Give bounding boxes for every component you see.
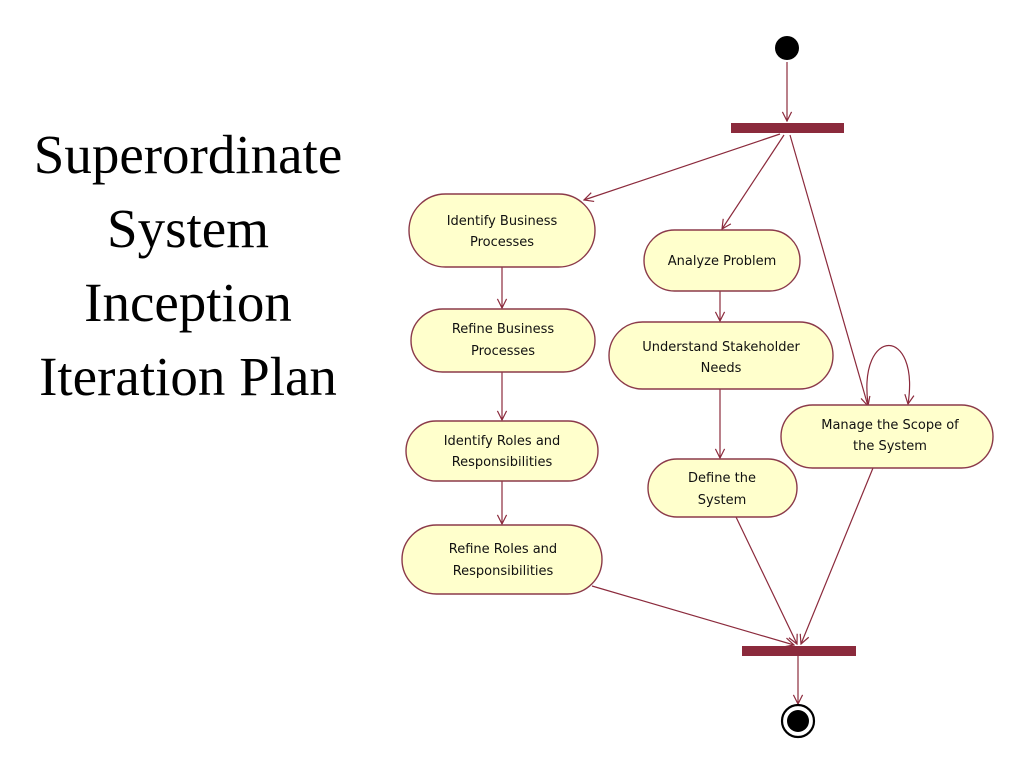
activity-label-line: Analyze Problem xyxy=(668,254,777,269)
transition-manage-scope-to-join xyxy=(801,467,874,644)
title-line-4: Iteration Plan xyxy=(39,346,337,407)
activity-label-line: Refine Business xyxy=(452,322,555,337)
join-bar xyxy=(742,646,856,656)
activity-refine-business-processes: Refine Business Processes xyxy=(410,308,596,373)
transition-fork-to-identify-business xyxy=(584,133,781,200)
slide-title: Superordinate System Inception Iteration… xyxy=(0,118,376,414)
transition-define-to-join xyxy=(735,516,797,644)
activity-label-line: Understand Stakeholder xyxy=(642,340,800,355)
transition-fork-to-analyze-problem xyxy=(722,134,785,229)
transition-refine-roles-to-join xyxy=(591,585,794,645)
activity-identify-business-processes: Identify Business Processes xyxy=(408,193,596,268)
activity-label-line: Define the xyxy=(688,471,756,486)
fork-bar xyxy=(731,123,844,133)
activity-label-line: Identify Roles and xyxy=(444,434,561,449)
activity-label-line: Manage the Scope of xyxy=(821,418,959,433)
activity-label-line: Identify Business xyxy=(447,214,558,229)
final-node-center xyxy=(787,710,809,732)
activity-label-line: System xyxy=(698,493,746,508)
transition-fork-to-manage-scope xyxy=(789,134,868,406)
transition-manage-scope-self-loop xyxy=(866,345,910,405)
activity-understand-stakeholder-needs: Understand Stakeholder Needs xyxy=(608,321,834,390)
transitions xyxy=(502,62,910,704)
initial-node xyxy=(775,36,799,60)
activity-refine-roles-and-responsibilities: Refine Roles and Responsibilities xyxy=(401,524,603,595)
title-line-2: System xyxy=(107,198,269,259)
activity-identify-roles-and-responsibilities: Identify Roles and Responsibilities xyxy=(405,420,599,482)
title-line-3: Inception xyxy=(84,272,292,333)
activity-label-line: Processes xyxy=(470,235,534,250)
activity-label-line: Needs xyxy=(701,361,742,376)
activity-define-the-system: Define the System xyxy=(647,458,798,518)
activity-manage-the-scope-of-the-system: Manage the Scope of the System xyxy=(780,404,994,469)
activity-label-line: Processes xyxy=(471,344,535,359)
title-line-1: Superordinate xyxy=(33,124,343,185)
activity-analyze-problem: Analyze Problem xyxy=(643,229,801,292)
activity-label-line: Refine Roles and xyxy=(449,542,557,557)
activity-label-line: Responsibilities xyxy=(453,564,554,579)
activity-label-line: Responsibilities xyxy=(452,455,553,470)
activity-label-line: the System xyxy=(853,439,927,454)
